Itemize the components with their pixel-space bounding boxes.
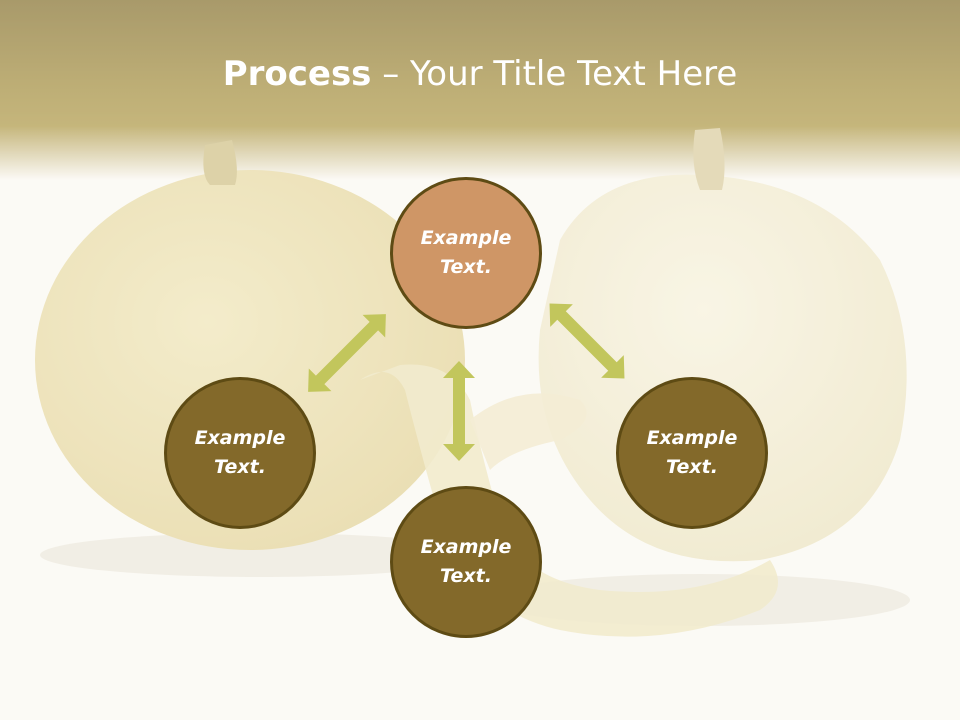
node-right-text: Example Text. [646,427,738,478]
process-node-left: Example Text. [164,377,316,529]
slide-title: Process – Your Title Text Here [0,52,960,96]
node-top-text: Example Text. [420,227,512,278]
arrow-left-top [308,314,386,392]
arrow-top-right [549,303,625,379]
process-node-top: Example Text. [390,177,542,329]
title-rest: – Your Title Text Here [371,54,738,94]
node-bottom-text: Example Text. [420,536,512,587]
node-left-text: Example Text. [194,427,286,478]
title-bold: Process [222,54,372,94]
header-band [0,0,960,180]
process-node-right: Example Text. [616,377,768,529]
arrow-vertical [443,361,475,461]
process-node-bottom: Example Text. [390,486,542,638]
